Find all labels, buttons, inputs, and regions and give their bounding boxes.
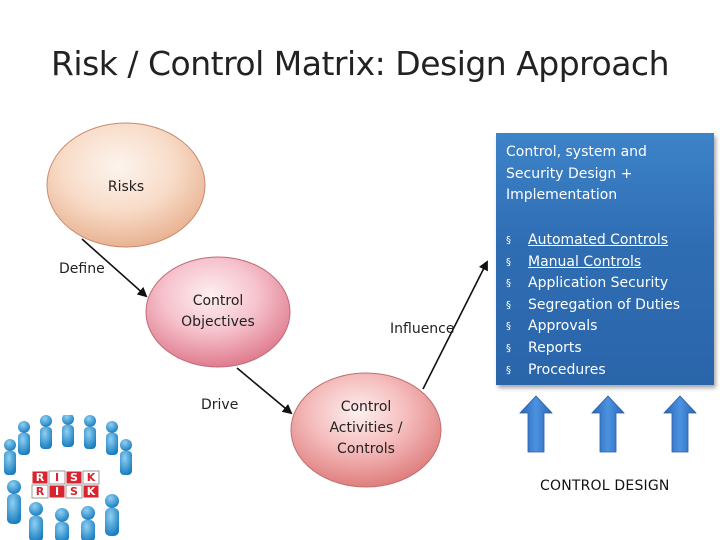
- slide-title: Risk / Control Matrix: Design Approach: [51, 44, 670, 83]
- list-item: §Reports: [506, 338, 680, 360]
- up-arrow-3: [663, 395, 697, 453]
- control-design-panel: Control, system and Security Design + Im…: [496, 133, 714, 385]
- bullet-icon: §: [506, 299, 511, 311]
- up-arrow-1: [519, 395, 553, 453]
- influence-label: Influence: [390, 321, 455, 337]
- control-objectives-ellipse: [145, 256, 291, 368]
- control-activities-ellipse: [290, 372, 442, 488]
- list-item: §Manual Controls: [506, 252, 680, 274]
- list-item: §Segregation of Duties: [506, 295, 680, 317]
- bullet-icon: §: [506, 364, 511, 376]
- risk-team-logo-icon: R I S K R I S K: [4, 415, 132, 540]
- drive-arrow: [236, 367, 293, 415]
- drive-label: Drive: [201, 397, 239, 413]
- svg-text:R: R: [36, 471, 45, 484]
- list-item: §Application Security: [506, 273, 680, 295]
- bullet-icon: §: [506, 256, 511, 268]
- bullet-icon: §: [506, 321, 511, 333]
- list-item: §Procedures: [506, 360, 680, 382]
- svg-text:S: S: [70, 471, 78, 484]
- risks-ellipse: [46, 122, 206, 248]
- bullet-icon: §: [506, 278, 511, 290]
- svg-text:I: I: [55, 471, 59, 484]
- control-types-list: §Automated Controls §Manual Controls §Ap…: [506, 230, 680, 381]
- control-activities-label: Control Activities / Controls: [329, 399, 403, 457]
- list-item: §Automated Controls: [506, 230, 680, 252]
- svg-text:I: I: [55, 485, 59, 498]
- control-objectives-label: Control Objectives: [181, 293, 255, 330]
- panel-title: Control, system and Security Design + Im…: [506, 144, 647, 203]
- risks-label: Risks: [107, 179, 145, 195]
- svg-text:K: K: [87, 485, 96, 498]
- list-item: §Approvals: [506, 316, 680, 338]
- influence-arrow: [422, 260, 488, 390]
- svg-text:R: R: [36, 485, 45, 498]
- up-arrow-2: [591, 395, 625, 453]
- bullet-icon: §: [506, 342, 511, 354]
- define-arrow: [81, 238, 148, 298]
- svg-text:S: S: [70, 485, 78, 498]
- svg-text:K: K: [87, 471, 96, 484]
- control-design-label: CONTROL DESIGN: [540, 478, 670, 494]
- bullet-icon: §: [506, 235, 511, 246]
- define-label: Define: [59, 261, 105, 277]
